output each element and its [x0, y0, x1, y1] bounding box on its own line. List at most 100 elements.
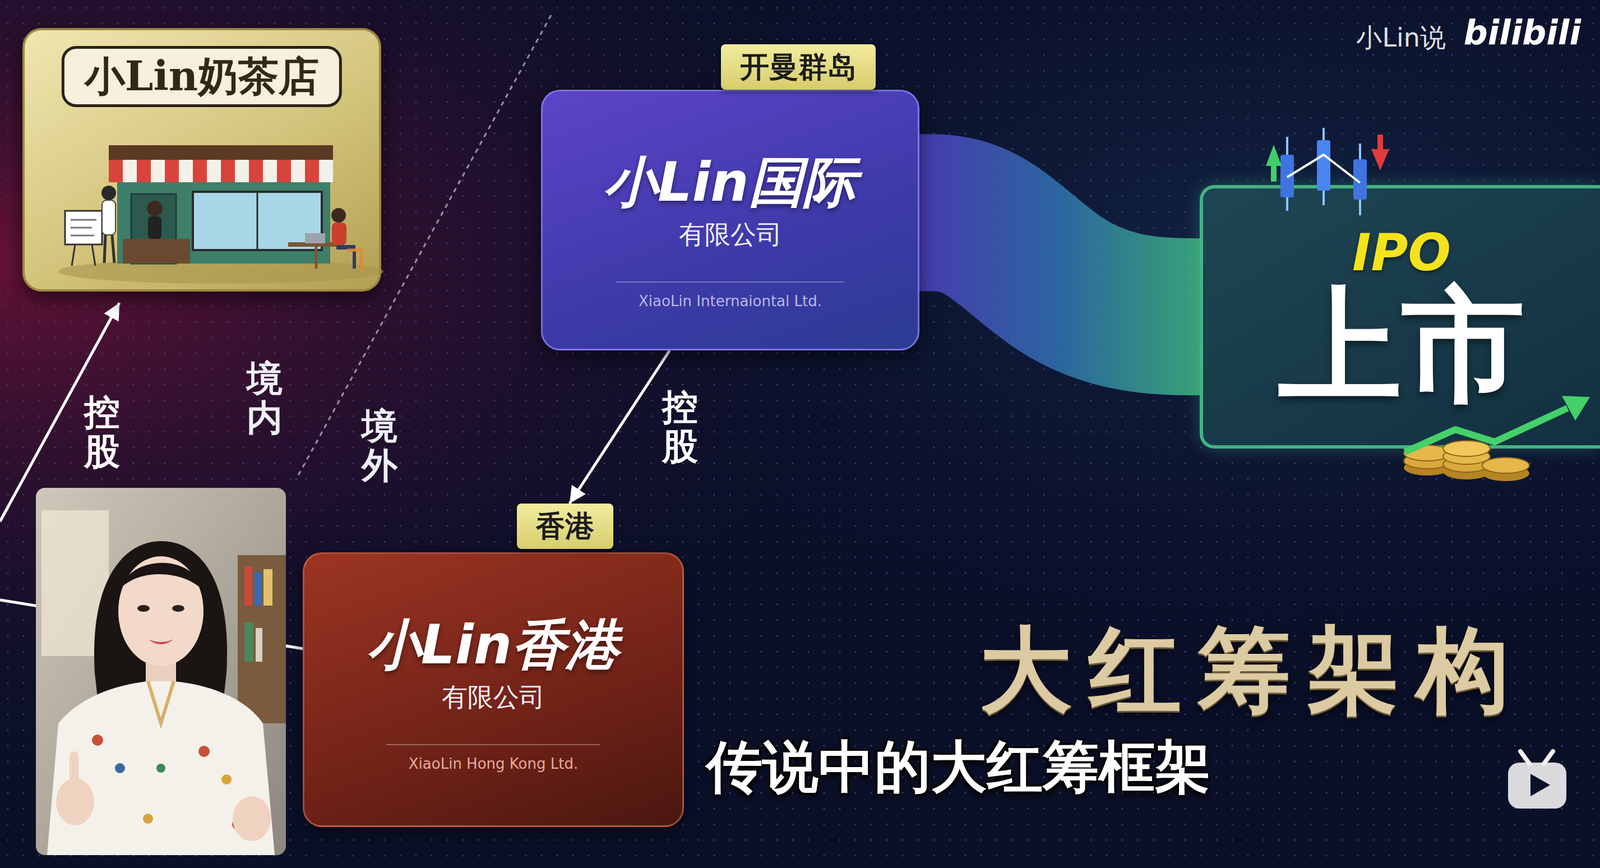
market-icons: [1270, 164, 1277, 182]
shop-illustration: [112, 234, 115, 263]
ipo-box: IPO上市: [1199, 185, 1600, 449]
bilibili-play-icon: [1530, 773, 1551, 797]
shop-illustration: [65, 210, 103, 245]
shop-illustration: [304, 159, 319, 183]
market-icons: [1443, 440, 1491, 457]
ipo-text-holder: IPO: [1352, 227, 1451, 279]
watermark: 小Lin说: [1356, 22, 1446, 54]
shop-illustration: [304, 233, 326, 244]
company-name: 小Lin国际: [603, 153, 857, 213]
shop-illustration: [248, 159, 263, 183]
ipo-text: IPO: [1352, 227, 1451, 279]
presenter-photo: [114, 762, 126, 774]
holding-arrow: [569, 350, 670, 504]
region-label: 境内: [246, 358, 283, 438]
shop-illustration: [220, 159, 235, 183]
shop-illustration: [108, 159, 123, 183]
shop-illustration: [102, 200, 116, 235]
shop-illustration: [70, 234, 95, 237]
presenter-photo: [69, 751, 79, 791]
market-icons: [1371, 149, 1390, 171]
shop-illustration: [101, 185, 117, 201]
market-icons: [1404, 408, 1568, 452]
shop-illustration: [315, 246, 318, 269]
presenter-photo: [35, 487, 286, 855]
shop-illustration: [91, 244, 96, 266]
shop-illustration: [71, 244, 76, 266]
bilibili-play-icon: [1520, 751, 1530, 764]
presenter-photo: [172, 604, 185, 612]
company-card: 开曼群岛小Lin国际有限公司XiaoLin Internaiontal Ltd.: [540, 89, 920, 351]
edge-label: 控股: [84, 392, 120, 472]
shop-illustration: [70, 219, 97, 221]
presenter-photo: [137, 604, 150, 612]
place-tag-holder: 香港: [516, 503, 614, 549]
presenter-photo: [118, 556, 204, 667]
shop-illustration: [104, 234, 106, 263]
presenter-photo: [35, 487, 286, 855]
presenter-photo: [244, 566, 253, 606]
shop-illustration: [136, 159, 151, 183]
presenter-photo: [35, 487, 286, 855]
presenter-photo: [254, 571, 262, 606]
market-icons: [1377, 134, 1384, 151]
company-card: 香港小Lin香港有限公司XiaoLin Hong Kong Ltd.: [302, 552, 684, 827]
shop-illustration: [331, 222, 347, 245]
shop-illustration: [347, 250, 362, 271]
presenter-photo: [148, 681, 174, 724]
market-icons: [1482, 457, 1530, 474]
market-icons: [1265, 144, 1282, 166]
company-name-holder: 小Lin国际: [603, 153, 857, 213]
subtitle: 传说中的大红筹框架: [706, 734, 1211, 799]
market-icons: [1561, 395, 1590, 421]
shop-illustration: [108, 145, 334, 160]
shop-illustration: [148, 216, 162, 239]
presenter-photo: [156, 763, 166, 773]
company-type: 有限公司: [678, 219, 783, 251]
english-name-holder: XiaoLin Hong Kong Ltd.: [386, 712, 601, 773]
shop-illustration: [276, 159, 291, 183]
presenter-photo: [47, 681, 275, 855]
edge-label: 控股: [662, 387, 698, 467]
company-type-holder: 有限公司: [678, 212, 783, 251]
bilibili-play-icon: [1508, 762, 1567, 809]
flow-band: [919, 212, 1200, 317]
presenter-photo: [244, 622, 254, 662]
company-type-holder: 有限公司: [441, 674, 545, 713]
region-label: 境外: [361, 406, 398, 486]
english-name-holder: XiaoLin Internaiontal Ltd.: [616, 250, 845, 311]
presenter-photo: [255, 627, 263, 662]
place-tag: 香港: [535, 510, 595, 543]
slide-title: 大红筹架构: [979, 619, 1526, 722]
shop-illustration: [331, 207, 346, 223]
watermark: bilibili: [1463, 12, 1581, 53]
presenter-photo: [148, 639, 174, 645]
presenter-photo: [119, 562, 205, 592]
shop-sign-holder: 小Lin奶茶店: [61, 45, 342, 108]
presenter-photo: [142, 813, 154, 824]
english-name: XiaoLin Internaiontal Ltd.: [616, 281, 845, 311]
shop-illustration: [352, 249, 356, 269]
listing-text: 上市: [1278, 283, 1525, 408]
company-type: 有限公司: [441, 681, 545, 713]
shop-illustration: [164, 159, 179, 183]
bilibili-play-icon: [1543, 751, 1553, 764]
presenter-photo: [91, 734, 104, 746]
presenter-photo: [237, 555, 286, 724]
company-card: 小Lin奶茶店: [22, 28, 382, 292]
company-name: 小Lin香港: [367, 615, 620, 675]
english-name: XiaoLin Hong Kong Ltd.: [386, 743, 601, 773]
presenter-photo: [232, 796, 271, 841]
shop-illustration: [192, 159, 207, 183]
presenter-photo: [198, 745, 210, 757]
shop-illustration: [256, 191, 259, 251]
market-icons: [1287, 154, 1361, 183]
shop-illustration: [108, 159, 334, 183]
listing-text-holder: 上市: [1278, 278, 1525, 408]
company-name-holder: 小Lin香港: [367, 615, 620, 675]
